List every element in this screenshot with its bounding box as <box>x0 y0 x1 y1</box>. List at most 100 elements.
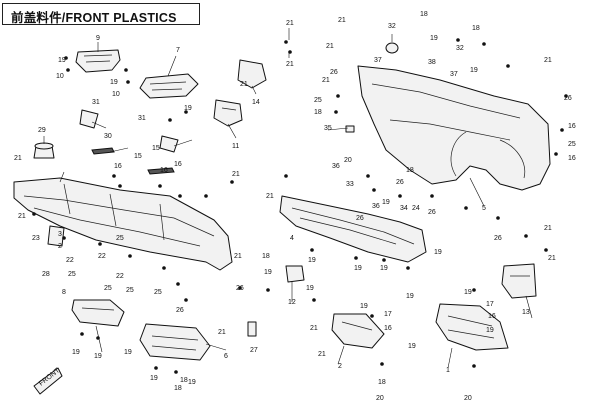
callout-label: 25 <box>104 285 112 292</box>
callout-label: 19 <box>306 285 314 292</box>
callout-label: 31 <box>92 99 100 106</box>
callout-label: 25 <box>154 289 162 296</box>
callout-label: 16 <box>384 325 392 332</box>
part-8-bracket <box>71 299 125 327</box>
front-bumper-assembly <box>13 177 233 271</box>
callout-label: 10 <box>56 73 64 80</box>
part-9-bracket <box>75 49 121 73</box>
callout-label: 21 <box>232 171 240 178</box>
callout-label: 23 <box>32 235 40 242</box>
callout-label: 33 <box>346 181 354 188</box>
callout-label: 21 <box>234 253 242 260</box>
callout-label: 20 <box>344 157 352 164</box>
callout-label: 18 <box>406 167 414 174</box>
part-4-floor-panel <box>279 195 427 263</box>
callout-label: 19 <box>360 303 368 310</box>
callout-label: 2 <box>338 363 342 370</box>
callout-label: 18 <box>262 253 270 260</box>
part-13-bracket <box>501 263 537 299</box>
part-2-bracket <box>331 313 385 349</box>
callout-label: 18 <box>420 11 428 18</box>
callout-label: 21 <box>240 81 248 88</box>
callout-label: 19 <box>110 79 118 86</box>
callout-label: 16 <box>160 167 168 174</box>
callout-label: 28 <box>42 271 50 278</box>
callout-label: 21 <box>544 57 552 64</box>
bumper-side-bracket <box>47 225 65 247</box>
callout-label: 26 <box>494 235 502 242</box>
callout-label: 20 <box>464 395 472 402</box>
part-27-clip <box>247 321 257 337</box>
callout-label: 31 <box>138 115 146 122</box>
callout-label: 11 <box>232 143 239 150</box>
callout-label: 16 <box>488 313 496 320</box>
callout-label: 7 <box>176 47 180 54</box>
callout-label: 16 <box>114 163 122 170</box>
callout-label: 18 <box>378 379 386 386</box>
part-12-clip <box>285 265 305 283</box>
callout-label: 21 <box>18 213 26 220</box>
part-14-bracket <box>237 59 267 89</box>
callout-label: 26 <box>176 307 184 314</box>
part-7-cover <box>139 73 199 99</box>
callout-label: 25 <box>314 97 322 104</box>
part-29-cap <box>33 142 55 159</box>
callout-label: 10 <box>112 91 120 98</box>
callout-label: 29 <box>38 127 46 134</box>
callout-label: 25 <box>116 235 124 242</box>
callout-label: 16 <box>174 161 182 168</box>
part-1-footrest <box>435 303 509 351</box>
callout-label: 19 <box>430 35 438 42</box>
part-30-strip <box>91 147 115 155</box>
part-6-panel <box>139 323 211 361</box>
callout-label: 21 <box>286 61 294 68</box>
callout-label: 19 <box>188 379 196 386</box>
callout-label: 21 <box>548 255 556 262</box>
callout-label: 19 <box>470 67 478 74</box>
callout-label: 22 <box>98 253 106 260</box>
callout-label: 26 <box>396 179 404 186</box>
callout-label: 14 <box>252 99 260 106</box>
callout-label: 19 <box>406 293 414 300</box>
callout-label: 21 <box>218 329 226 336</box>
callout-label: 4 <box>290 235 294 242</box>
callout-label: 36 <box>372 203 380 210</box>
callout-label: 19 <box>58 57 66 64</box>
callout-label: 18 <box>314 109 322 116</box>
callout-label: 35 <box>324 125 332 132</box>
callout-label: 8 <box>62 289 66 296</box>
callout-label: 21 <box>266 193 274 200</box>
callout-label: 32 <box>456 45 464 52</box>
callout-label: 17 <box>486 301 494 308</box>
callout-label: 2 <box>58 243 62 250</box>
callout-label: 38 <box>428 59 436 66</box>
callout-label: 26 <box>428 209 436 216</box>
callout-label: 36 <box>332 163 340 170</box>
callout-label: 19 <box>124 349 132 356</box>
callout-label: 19 <box>408 343 416 350</box>
callout-label: 21 <box>310 325 318 332</box>
callout-label: 19 <box>308 257 316 264</box>
callout-label: 21 <box>338 17 346 24</box>
callout-label: 5 <box>482 205 486 212</box>
callout-label: 19 <box>94 353 102 360</box>
callout-label: 19 <box>184 105 192 112</box>
callout-label: 32 <box>388 23 396 30</box>
callout-label: 21 <box>322 77 330 84</box>
callout-label: 19 <box>354 265 362 272</box>
leader-lines <box>43 28 533 369</box>
callout-label: 19 <box>380 265 388 272</box>
callout-label: 22 <box>66 257 74 264</box>
callout-label: 3 <box>58 231 62 238</box>
part-35-clip <box>345 125 355 133</box>
callout-label: 21 <box>544 225 552 232</box>
callout-label: 17 <box>384 311 392 318</box>
callout-label: 25 <box>568 141 576 148</box>
part-31-clip-right <box>159 135 179 153</box>
callout-label: 37 <box>374 57 382 64</box>
callout-label: 20 <box>376 395 384 402</box>
callout-label: 21 <box>286 20 294 27</box>
callout-label: 26 <box>356 215 364 222</box>
callout-label: 27 <box>250 347 258 354</box>
